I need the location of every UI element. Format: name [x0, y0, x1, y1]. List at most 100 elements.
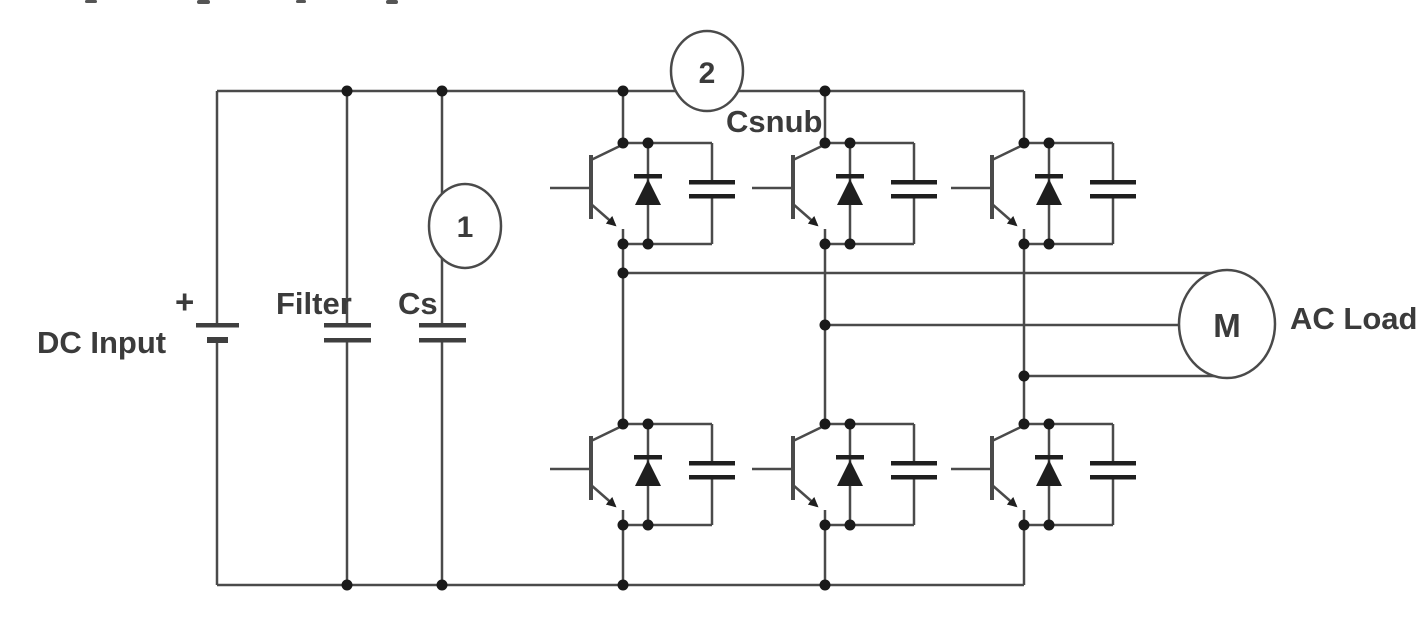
filter-capacitor-plate-bottom [324, 338, 371, 343]
snubber-capacitor-plate [891, 475, 937, 480]
junction-dot [642, 137, 654, 149]
igbt-emitter-lead [991, 484, 1018, 508]
snubber-capacitor-plate [1090, 461, 1136, 466]
junction-dot [1043, 418, 1055, 430]
snubber-capacitor-plate [689, 475, 735, 480]
junction-dot [819, 519, 831, 531]
igbt-cell-bottom-1 [550, 418, 735, 531]
igbt-collector-lead [991, 143, 1024, 162]
igbt-emitter-lead [590, 484, 617, 508]
igbt-emitter-lead [991, 203, 1018, 227]
diode-triangle-icon [1036, 179, 1062, 205]
junction-dot [642, 238, 654, 250]
junction-dot [819, 418, 831, 430]
snubber-capacitor-plate [1090, 180, 1136, 185]
cropped-text-artifact [85, 0, 97, 3]
junction-dot [617, 267, 629, 279]
junction-dot [1018, 238, 1030, 250]
igbt-cell-layer [550, 137, 1136, 531]
snubber-capacitor-plate [891, 180, 937, 185]
junction-dot [436, 579, 448, 591]
cs-capacitor-plate-bottom [419, 338, 466, 343]
junction-dot [642, 418, 654, 430]
junction-dot [436, 85, 448, 97]
diode-triangle-icon [635, 179, 661, 205]
ac-load-label: AC Load [1290, 301, 1417, 336]
cropped-text-artifact [197, 0, 210, 4]
igbt-emitter-lead [792, 203, 819, 227]
diode-triangle-icon [837, 460, 863, 486]
igbt-collector-lead [590, 424, 623, 443]
diode-triangle-icon [635, 460, 661, 486]
igbt-cell-bottom-3 [951, 418, 1136, 531]
battery-plate-positive [196, 323, 239, 328]
junction-dot [819, 85, 831, 97]
battery-plate-negative [207, 337, 228, 343]
junction-dot [617, 137, 629, 149]
igbt-cell-top-2 [752, 137, 937, 250]
snubber-capacitor-plate [689, 461, 735, 466]
plus-sign: + [175, 283, 194, 320]
junction-dot [341, 85, 353, 97]
junction-dot [844, 519, 856, 531]
igbt-collector-lead [792, 143, 825, 162]
snubber-capacitor-plate [689, 194, 735, 199]
junction-dot [1018, 519, 1030, 531]
callout-2-number: 2 [699, 57, 716, 90]
motor-label: M [1213, 307, 1241, 344]
cs-label: Cs [398, 286, 438, 321]
diode-cathode-bar [836, 455, 864, 460]
junction-dot [1043, 137, 1055, 149]
diode-cathode-bar [1035, 174, 1063, 179]
dc-input-label: DC Input [37, 325, 166, 360]
junction-dot [1018, 370, 1030, 382]
junction-dot [642, 519, 654, 531]
cropped-text-artifact [386, 0, 398, 4]
diode-cathode-bar [836, 174, 864, 179]
junction-dot [819, 137, 831, 149]
junction-dot [1018, 137, 1030, 149]
callout-1-number: 1 [457, 211, 474, 244]
motor-circle [1177, 268, 1277, 380]
junction-dot [844, 137, 856, 149]
igbt-cell-bottom-2 [752, 418, 937, 531]
snubber-capacitor-plate [689, 180, 735, 185]
plate-layer [196, 323, 466, 343]
igbt-collector-lead [590, 143, 623, 162]
junction-dot [341, 579, 353, 591]
callout-2-circle [669, 29, 745, 113]
cropped-text-artifacts [85, 0, 398, 4]
diode-cathode-bar [1035, 455, 1063, 460]
diode-triangle-icon [1036, 460, 1062, 486]
junction-dot [844, 418, 856, 430]
csnub-label: Csnub [726, 104, 822, 139]
junction-dot [819, 319, 831, 331]
igbt-collector-lead [792, 424, 825, 443]
filter-label: Filter [276, 286, 352, 321]
igbt-cell-top-1 [550, 137, 735, 250]
callout-1-circle [427, 182, 503, 270]
diode-cathode-bar [634, 174, 662, 179]
junction-dot [844, 238, 856, 250]
snubber-capacitor-plate [891, 461, 937, 466]
junction-dot [617, 579, 629, 591]
igbt-emitter-lead [792, 484, 819, 508]
junction-dot [1043, 519, 1055, 531]
igbt-collector-lead [991, 424, 1024, 443]
junction-dot [617, 519, 629, 531]
snubber-capacitor-plate [891, 194, 937, 199]
igbt-cell-top-3 [951, 137, 1136, 250]
diode-triangle-icon [837, 179, 863, 205]
junction-dot [617, 418, 629, 430]
cropped-text-artifact [296, 0, 306, 3]
diode-cathode-bar [634, 455, 662, 460]
junction-dot [617, 238, 629, 250]
igbt-emitter-lead [590, 203, 617, 227]
junction-dot [617, 85, 629, 97]
junction-dot [819, 579, 831, 591]
junction-dot [1018, 418, 1030, 430]
snubber-capacitor-plate [1090, 194, 1136, 199]
junction-dot-layer [341, 85, 1030, 591]
